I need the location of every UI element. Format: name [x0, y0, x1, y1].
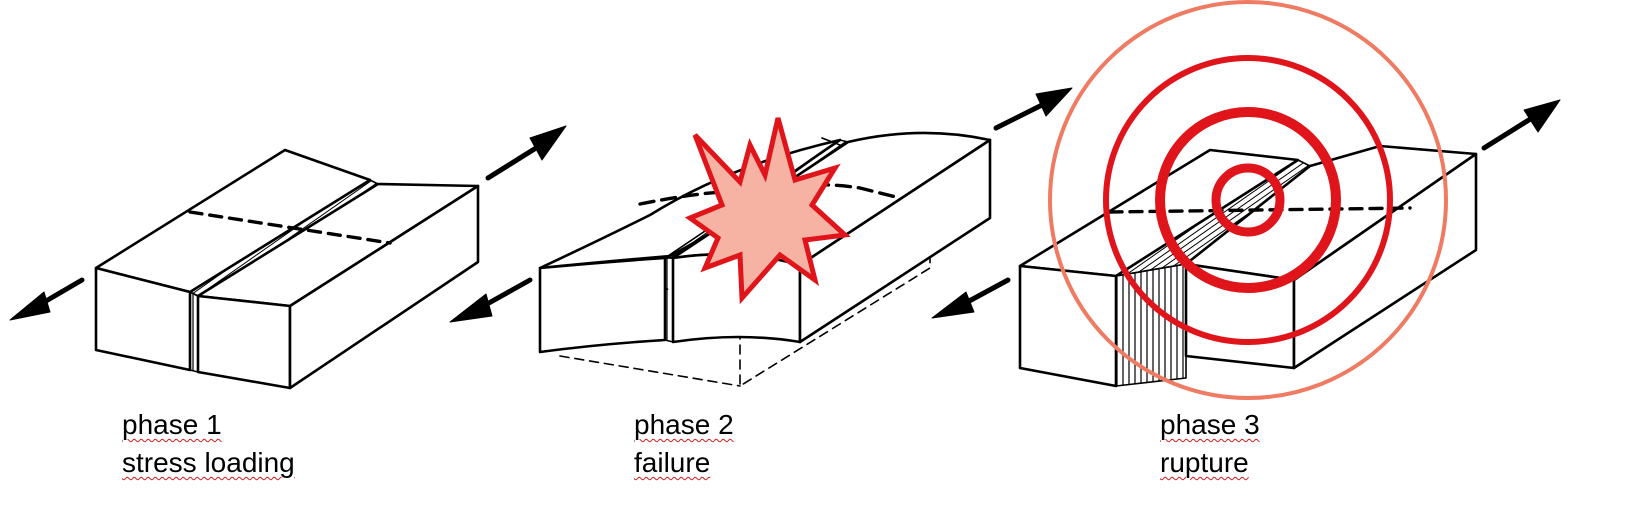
- burst-icon: [684, 117, 851, 305]
- arrow-icon: [993, 87, 1073, 131]
- phase1-block: [94, 148, 480, 390]
- phase1-title: phase 1: [122, 409, 222, 440]
- phase2-right-side: [798, 138, 992, 344]
- phase2-title: phase 2: [634, 409, 734, 440]
- arrow-icon: [931, 277, 1011, 319]
- phase1-right-block-front: [196, 294, 292, 390]
- phase3-caption: phase 3 rupture: [1160, 406, 1260, 482]
- arrow-icon: [485, 125, 567, 181]
- ring-icon: [1103, 55, 1393, 345]
- phase1-surface-trace: [188, 210, 392, 245]
- phase3-right-block-side: [1292, 152, 1478, 370]
- ring-icon: [1155, 107, 1341, 293]
- arrow-icon: [9, 277, 85, 321]
- phase2-right-front: [671, 253, 802, 344]
- ring-icon: [1048, 0, 1448, 400]
- phase2-subtitle: failure: [634, 447, 711, 478]
- phase3-title: phase 3: [1160, 409, 1260, 440]
- phase1-right-block-side: [288, 184, 480, 390]
- phase1-subtitle: stress loading: [122, 447, 295, 478]
- rupture-rings: [1048, 0, 1448, 400]
- phase3-block: [1018, 144, 1478, 388]
- phase1-caption: phase 1 stress loading: [122, 406, 295, 482]
- phase3-subtitle: rupture: [1160, 447, 1249, 478]
- phase2-caption: phase 2 failure: [634, 406, 734, 482]
- arrow-icon: [1481, 99, 1561, 151]
- phase2-left-front: [538, 256, 667, 354]
- ring-icon: [1211, 163, 1285, 237]
- arrow-icon: [449, 277, 533, 323]
